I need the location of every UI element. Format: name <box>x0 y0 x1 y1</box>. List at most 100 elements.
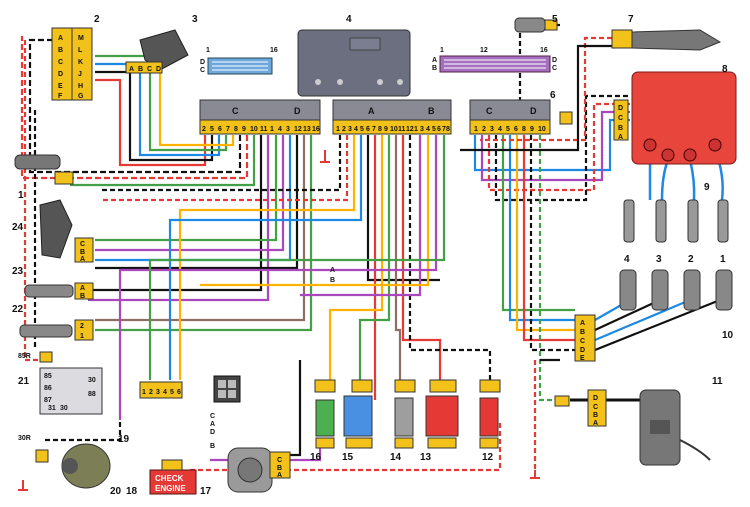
label-5: 5 <box>552 14 558 25</box>
svg-text:4: 4 <box>498 126 502 133</box>
svg-text:L: L <box>78 47 83 54</box>
label-2: 2 <box>94 14 100 25</box>
svg-text:3: 3 <box>286 126 290 133</box>
svg-text:D: D <box>156 66 161 73</box>
svg-text:11: 11 <box>398 126 406 133</box>
svg-text:6: 6 <box>218 126 222 133</box>
air-flow-meter-17 <box>227 447 291 493</box>
svg-text:A: A <box>618 134 623 141</box>
svg-text:A: A <box>129 66 134 73</box>
fuses-block <box>314 379 501 449</box>
svg-text:30: 30 <box>60 405 68 412</box>
svg-text:2: 2 <box>80 323 84 330</box>
svg-text:D: D <box>294 106 301 116</box>
ignition-coil-8 <box>613 71 737 165</box>
ribbon-right <box>439 55 551 73</box>
connector-19 <box>139 381 183 399</box>
svg-text:B: B <box>138 66 143 73</box>
svg-text:B: B <box>580 329 585 336</box>
check-engine-text: CHECK ENGINE <box>155 474 186 493</box>
label-6: 6 <box>550 90 556 101</box>
svg-text:4: 4 <box>624 254 630 265</box>
label-9: 9 <box>704 182 710 193</box>
svg-text:1: 1 <box>720 254 726 265</box>
svg-text:8: 8 <box>378 126 382 133</box>
ground-symbols <box>18 150 540 491</box>
svg-text:C: C <box>580 338 585 345</box>
ecu-connector-right <box>469 99 551 135</box>
svg-text:86: 86 <box>44 385 52 392</box>
svg-text:5: 5 <box>360 126 364 133</box>
svg-text:1: 1 <box>336 126 340 133</box>
ribbon-left <box>207 57 273 75</box>
svg-text:M: M <box>78 35 84 42</box>
svg-text:3: 3 <box>348 126 352 133</box>
svg-text:D: D <box>210 429 215 436</box>
svg-text:5: 5 <box>432 126 436 133</box>
svg-text:C: C <box>486 106 493 116</box>
svg-text:B: B <box>428 106 435 116</box>
ecu-body <box>297 29 411 97</box>
svg-text:7: 7 <box>442 126 446 133</box>
label-20: 20 <box>110 486 122 497</box>
svg-text:1: 1 <box>80 333 84 340</box>
label-12: 12 <box>482 452 494 463</box>
svg-text:D: D <box>58 71 63 78</box>
svg-text:87: 87 <box>44 397 52 404</box>
svg-text:6: 6 <box>437 126 441 133</box>
sensor-24 <box>39 199 94 263</box>
svg-text:10: 10 <box>250 126 258 133</box>
svg-text:A: A <box>330 267 335 274</box>
svg-text:7: 7 <box>226 126 230 133</box>
svg-text:12: 12 <box>406 126 414 133</box>
label-15: 15 <box>342 452 354 463</box>
check-engine-lamp-18 <box>149 459 197 495</box>
svg-text:E: E <box>58 83 63 90</box>
svg-text:8: 8 <box>234 126 238 133</box>
relay-21 <box>39 351 103 415</box>
pin-labels: A B C D E F M L K J H G A B C D C D A B … <box>18 35 726 479</box>
svg-text:16: 16 <box>312 126 320 133</box>
component-numbers: 1 2 3 4 5 6 7 8 9 10 11 12 13 14 15 16 1… <box>12 14 734 497</box>
svg-text:A: A <box>80 285 85 292</box>
sensor-1 <box>14 154 74 185</box>
label-1: 1 <box>18 190 24 201</box>
svg-text:1: 1 <box>142 389 146 396</box>
svg-text:K: K <box>78 59 83 66</box>
svg-text:2: 2 <box>202 126 206 133</box>
svg-text:A: A <box>210 421 215 428</box>
svg-text:B: B <box>593 412 598 419</box>
fan-20 <box>35 443 111 489</box>
sensor-23 <box>24 282 94 300</box>
label-22: 22 <box>12 304 24 315</box>
svg-text:D: D <box>580 347 585 354</box>
label-18: 18 <box>126 486 138 497</box>
svg-text:C: C <box>58 59 63 66</box>
svg-text:6: 6 <box>514 126 518 133</box>
svg-text:9: 9 <box>242 126 246 133</box>
connector-2 <box>51 27 93 101</box>
svg-text:1: 1 <box>474 126 478 133</box>
label-24: 24 <box>12 222 24 233</box>
svg-text:10: 10 <box>538 126 546 133</box>
svg-text:8: 8 <box>522 126 526 133</box>
sensor-5 <box>514 17 558 33</box>
svg-text:C: C <box>147 66 152 73</box>
svg-text:85R: 85R <box>18 353 31 360</box>
svg-text:C: C <box>232 106 239 116</box>
svg-text:11: 11 <box>260 126 268 133</box>
svg-text:ENGINE: ENGINE <box>155 484 186 493</box>
svg-text:B: B <box>58 47 63 54</box>
svg-text:A: A <box>80 256 85 263</box>
svg-text:16: 16 <box>540 47 548 54</box>
svg-text:C: C <box>210 413 215 420</box>
svg-text:4: 4 <box>278 126 282 133</box>
ecu-connector-left <box>199 99 321 135</box>
svg-text:88: 88 <box>88 391 96 398</box>
sensor-22 <box>19 319 94 341</box>
svg-text:D: D <box>200 59 205 66</box>
svg-text:B: B <box>618 125 623 132</box>
label-11: 11 <box>712 376 723 387</box>
svg-text:2: 2 <box>149 389 153 396</box>
